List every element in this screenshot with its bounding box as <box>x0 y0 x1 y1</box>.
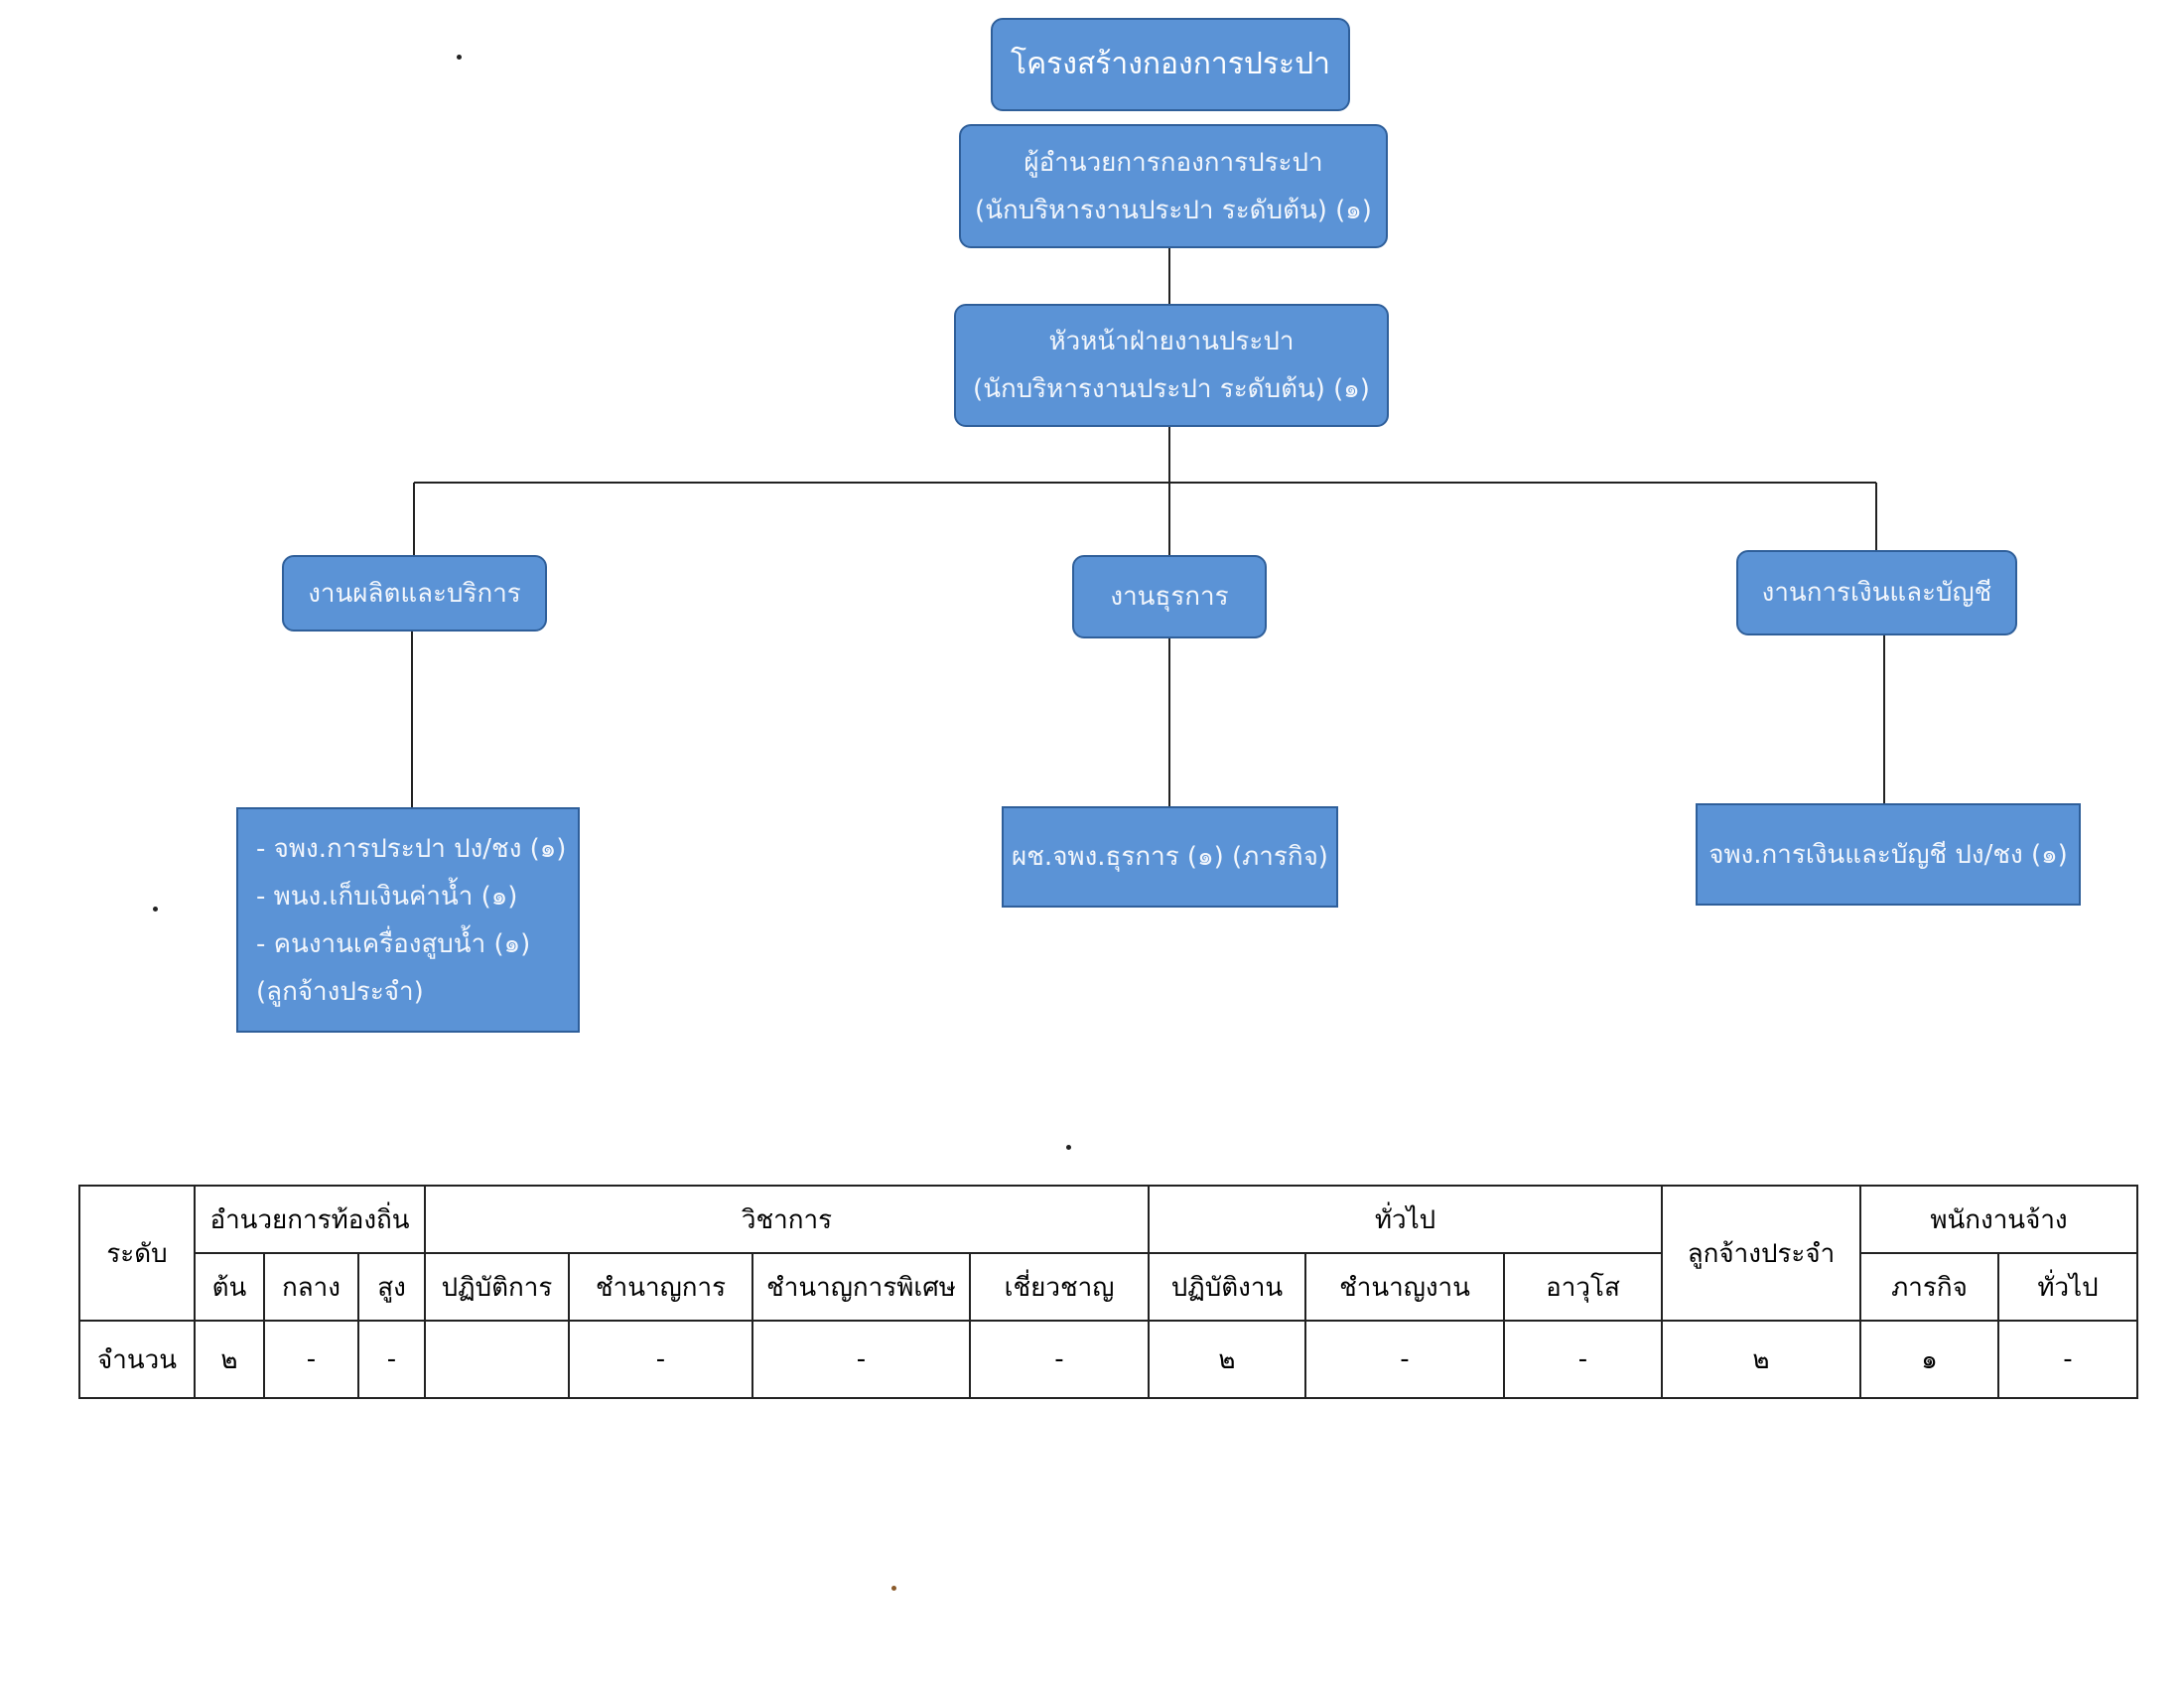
group-header-permanent: ลูกจ้างประจำ <box>1661 1185 1861 1322</box>
subheader-cell: ภารกิจ <box>1859 1252 1999 1322</box>
count-cell: - <box>969 1320 1150 1399</box>
staff-box-admin: ผช.จพง.ธุรการ (๑) (ภารกิจ) <box>1002 806 1338 908</box>
section-name: งานธุรการ <box>1110 582 1229 612</box>
count-cell: - <box>357 1320 426 1399</box>
subheader-cell: ชำนาญการพิเศษ <box>751 1252 971 1322</box>
staff-box-finance: จพง.การเงินและบัญชี ปง/ชง (๑) <box>1696 803 2081 906</box>
scan-speck <box>457 55 462 60</box>
staff-line: จพง.การเงินและบัญชี ปง/ชง (๑) <box>1708 839 2068 870</box>
group-header-general: ทั่วไป <box>1148 1185 1663 1254</box>
count-cell: - <box>751 1320 971 1399</box>
table-subheader-row: ต้น กลาง สูง ปฏิบัติการ ชำนาญการ ชำนาญกา… <box>79 1252 2138 1322</box>
count-cell: - <box>263 1320 359 1399</box>
count-cell: - <box>1304 1320 1505 1399</box>
staff-line: (ลูกจ้างประจำ) <box>256 976 424 1007</box>
table-row: จำนวน ๒ - - - - - ๒ - - ๒ ๑ - <box>78 1320 2138 1399</box>
section-name: งานการเงินและบัญชี <box>1761 578 1992 608</box>
scan-speck <box>891 1586 896 1591</box>
group-header-academic: วิชาการ <box>424 1185 1150 1254</box>
subheader-cell: สูง <box>357 1252 426 1322</box>
director-box: ผู้อำนวยการกองการประปา (นักบริหารงานประป… <box>959 124 1388 248</box>
section-box-production: งานผลิตและบริการ <box>282 555 547 632</box>
table-header-row: ระดับ อำนวยการท้องถิ่น วิชาการ ทั่วไป ลู… <box>78 1185 2138 1322</box>
section-box-admin: งานธุรการ <box>1072 555 1267 638</box>
staffing-table: ระดับ อำนวยการท้องถิ่น วิชาการ ทั่วไป ลู… <box>78 1185 2138 1399</box>
group-header-local-admin: อำนวยการท้องถิ่น <box>194 1185 426 1254</box>
count-cell: - <box>1503 1320 1663 1399</box>
section-name: งานผลิตและบริการ <box>308 578 521 609</box>
head-position: (นักบริหารงานประปา ระดับต้น) (๑) <box>973 374 1370 404</box>
section-box-finance: งานการเงินและบัญชี <box>1736 550 2017 635</box>
count-cell: ๒ <box>1148 1320 1306 1399</box>
chart-title: โครงสร้างกองการประปา <box>1011 47 1330 81</box>
subheader-cell: เชี่ยวชาญ <box>969 1252 1150 1322</box>
subheader-cell: ชำนาญการ <box>568 1252 753 1322</box>
count-cell: ๑ <box>1859 1320 1999 1399</box>
subheader-cell: ชำนาญงาน <box>1304 1252 1505 1322</box>
scan-speck <box>1066 1145 1071 1150</box>
director-position: (นักบริหารงานประปา ระดับต้น) (๑) <box>975 195 1372 225</box>
subheader-cell: กลาง <box>263 1252 359 1322</box>
count-cell: - <box>568 1320 753 1399</box>
director-title: ผู้อำนวยการกองการประปา <box>1024 147 1323 178</box>
level-header: ระดับ <box>78 1185 196 1322</box>
head-title: หัวหน้าฝ่ายงานประปา <box>1048 327 1295 356</box>
count-cell <box>424 1320 570 1399</box>
subheader-cell: ปฏิบัติการ <box>424 1252 570 1322</box>
subheader-cell: ต้น <box>194 1252 265 1322</box>
staff-box-production: - จพง.การประปา ปง/ชง (๑) - พนง.เก็บเงินค… <box>236 807 580 1033</box>
staff-line: - จพง.การประปา ปง/ชง (๑) <box>256 833 567 864</box>
chart-title-box: โครงสร้างกองการประปา <box>991 18 1350 111</box>
head-box: หัวหน้าฝ่ายงานประปา (นักบริหารงานประปา ร… <box>954 304 1389 427</box>
count-cell: - <box>1997 1320 2138 1399</box>
scan-speck <box>153 907 158 912</box>
staff-line: - พนง.เก็บเงินค่าน้ำ (๑) <box>256 881 518 912</box>
staff-line: - คนงานเครื่องสูบน้ำ (๑) <box>256 928 531 959</box>
count-cell: ๒ <box>194 1320 265 1399</box>
staff-line: ผช.จพง.ธุรการ (๑) (ภารกิจ) <box>1012 842 1328 872</box>
count-cell: ๒ <box>1661 1320 1861 1399</box>
subheader-cell: อาวุโส <box>1503 1252 1663 1322</box>
subheader-cell: ปฏิบัติงาน <box>1148 1252 1306 1322</box>
group-header-contract: พนักงานจ้าง <box>1859 1185 2138 1254</box>
count-label: จำนวน <box>78 1320 196 1399</box>
subheader-cell: ทั่วไป <box>1997 1252 2138 1322</box>
